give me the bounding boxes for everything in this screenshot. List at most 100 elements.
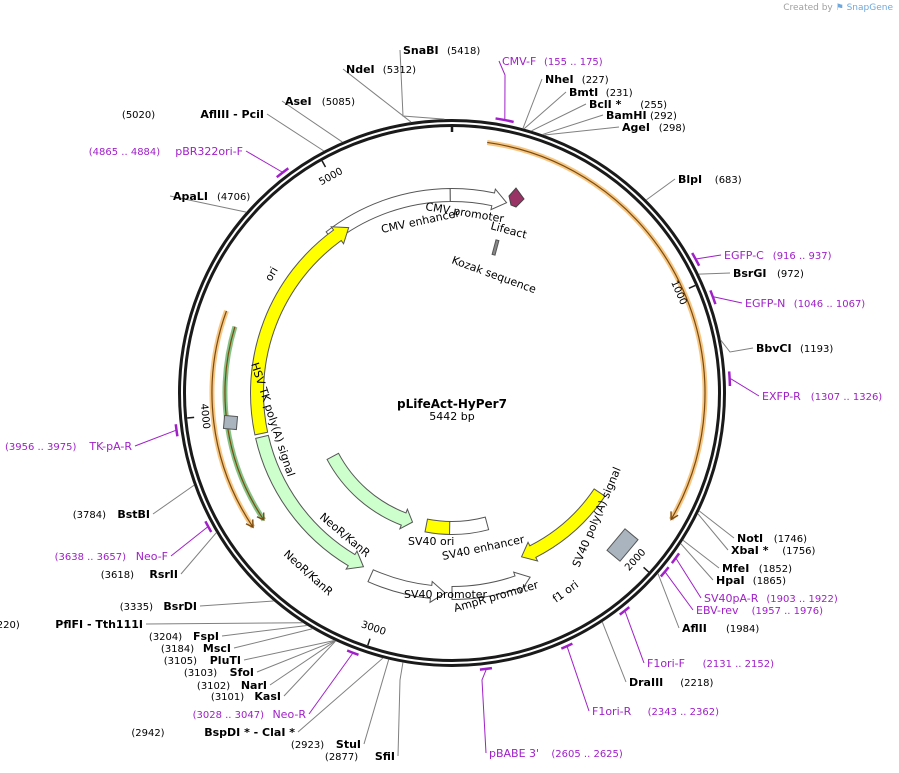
- primer-range-pbabe-3: (2605 .. 2625): [551, 749, 623, 760]
- primer-label-f1ori-r[interactable]: F1ori-R(2343 .. 2362): [592, 705, 719, 718]
- site-pos-bamhi: (292): [650, 111, 677, 122]
- site-pos-afliii-pcii: (5020): [122, 110, 155, 121]
- site-name-msci: MscI: [203, 642, 231, 655]
- primer-label-egfp-n[interactable]: EGFP-N(1046 .. 1067): [745, 297, 865, 310]
- site-pos-bsrgi: (972): [777, 269, 804, 280]
- primer-label-egfp-c[interactable]: EGFP-C(916 .. 937): [724, 249, 832, 262]
- primer-name-pbr322ori-f: pBR322ori-F: [175, 145, 243, 158]
- primer-leader-pbabe-3: [481, 669, 487, 754]
- feature-cmv-promoter: [449, 187, 508, 211]
- site-label-draiii[interactable]: DraIII(2218): [629, 676, 714, 689]
- site-label-bmti[interactable]: BmtI(231): [569, 86, 633, 99]
- site-label-noti[interactable]: NotI(1746): [737, 532, 807, 545]
- site-label-bspdi-clai[interactable]: (2942)BspDI * - ClaI *: [131, 726, 295, 739]
- neo-orf-inner-arc-head: [256, 512, 265, 522]
- site-label-bstbi[interactable]: (3784)BstBI: [73, 508, 150, 521]
- site-label-mfei[interactable]: MfeI(1852): [722, 562, 792, 575]
- site-label-hpai[interactable]: HpaI(1865): [716, 574, 786, 587]
- site-label-bbvci[interactable]: BbvCI(1193): [756, 342, 833, 355]
- primer-label-tk-pa-r[interactable]: (3956 .. 3975)TK-pA-R: [5, 440, 132, 453]
- primer-mark-neo-r: [346, 649, 359, 656]
- site-leader-xbai: [697, 513, 729, 551]
- label-kozak-sequence: Kozak sequence: [450, 254, 538, 297]
- label-sv40-ori: SV40 ori: [408, 535, 454, 548]
- primer-label-cmv-f[interactable]: CMV-F(155 .. 175): [502, 55, 603, 68]
- primer-name-exfp-r: EXFP-R: [762, 390, 801, 403]
- primer-label-ebv-rev[interactable]: EBV-rev(1957 .. 1976): [696, 604, 823, 617]
- hyper7-orf-arc-head: [670, 511, 679, 521]
- credit-prefix: Created by: [783, 3, 833, 13]
- site-name-rsrii: RsrII: [149, 568, 178, 581]
- site-label-afliii-pcii[interactable]: (5020)AflIII - PciI: [122, 108, 264, 121]
- site-name-pflfi-tth111i: PflFI - Tth111I: [55, 618, 143, 631]
- tick-label: 3000: [360, 619, 388, 637]
- site-label-blpi[interactable]: BlpI(683): [678, 173, 742, 186]
- primer-label-exfp-r[interactable]: EXFP-R(1307 .. 1326): [762, 390, 882, 403]
- site-label-msci[interactable]: (3184)MscI: [161, 642, 231, 655]
- site-label-sfoi[interactable]: (3103)SfoI: [184, 666, 254, 679]
- site-label-apali[interactable]: ApaLI(4706): [173, 190, 250, 203]
- site-pos-bsrdi: (3335): [120, 602, 153, 613]
- primer-label-neo-r[interactable]: (3028 .. 3047)Neo-R: [193, 708, 307, 721]
- site-pos-bspdi-clai: (2942): [131, 728, 164, 739]
- primer-label-neo-f[interactable]: (3638 .. 3657)Neo-F: [55, 550, 168, 563]
- site-leader-nari: [269, 640, 336, 686]
- site-label-nari[interactable]: (3102)NarI: [197, 679, 267, 692]
- site-label-asei[interactable]: AseI(5085): [285, 95, 355, 108]
- site-label-nhei[interactable]: NheI(227): [545, 73, 609, 86]
- site-label-rsrii[interactable]: (3618)RsrII: [101, 568, 178, 581]
- primer-leader-egfp-c: [696, 254, 722, 260]
- site-name-blpi: BlpI: [678, 173, 702, 186]
- site-name-apali: ApaLI: [173, 190, 208, 203]
- primer-leader-egfp-n: [713, 296, 743, 304]
- feature-sv40-enhancer: [449, 516, 490, 535]
- site-label-bamhi[interactable]: BamHI(292): [606, 109, 677, 122]
- site-label-bsrgi[interactable]: BsrGI(972): [733, 267, 804, 280]
- site-pos-bstbi: (3784): [73, 510, 106, 521]
- site-label-kasi[interactable]: (3101)KasI: [211, 690, 281, 703]
- site-label-bsrdi[interactable]: (3335) BsrDI: [120, 600, 197, 613]
- site-label-agei[interactable]: AgeI(298): [622, 121, 686, 134]
- label-f1-ori: f1 ori: [550, 578, 581, 605]
- site-pos-snabi: (5418): [447, 46, 480, 57]
- site-pos-sfoi: (3103): [184, 668, 217, 679]
- site-label-ndei[interactable]: NdeI(5312): [346, 63, 416, 76]
- site-name-kasi: KasI: [254, 690, 281, 703]
- site-leader-afliii-pcii: [266, 113, 324, 152]
- site-pos-pluti: (3105): [164, 656, 197, 667]
- site-pos-nari: (3102): [197, 681, 230, 692]
- label-ori: ori: [262, 265, 280, 284]
- site-label-pflfi-tth111i[interactable]: (3220)PflFI - Tth111I: [0, 618, 143, 631]
- primer-mark-egfp-n: [709, 290, 717, 305]
- primer-label-pbabe-3[interactable]: pBABE 3'(2605 .. 2625): [489, 747, 623, 760]
- site-name-bbvci: BbvCI: [756, 342, 792, 355]
- primer-mark-exfp-r: [727, 371, 732, 387]
- site-leader-stui: [363, 659, 390, 745]
- site-label-fspi[interactable]: (3204)FspI: [149, 630, 219, 643]
- site-leader-agei: [544, 126, 620, 136]
- site-pos-aflii: (1984): [726, 624, 759, 635]
- primer-label-pbr322ori-f[interactable]: (4865 .. 4884)pBR322ori-F: [89, 145, 243, 158]
- site-label-sfii[interactable]: (2877)SfiI: [325, 750, 395, 763]
- primer-mark-tk-pa-r: [174, 424, 179, 437]
- site-label-xbai[interactable]: XbaI *(1756): [731, 544, 816, 557]
- primer-range-cmv-f: (155 .. 175): [544, 57, 603, 68]
- site-label-aflii[interactable]: AflII (1984): [682, 622, 759, 635]
- primer-range-f1ori-f: (2131 .. 2152): [703, 659, 775, 670]
- site-name-asei: AseI: [285, 95, 312, 108]
- site-label-stui[interactable]: (2923)StuI: [291, 738, 361, 751]
- site-name-aflii: AflII: [682, 622, 707, 635]
- site-leader-apali: [169, 195, 247, 213]
- site-name-xbai: XbaI *: [731, 544, 769, 557]
- primer-label-sv40pa-r[interactable]: SV40pA-R(1903 .. 1922): [704, 592, 838, 605]
- site-leader-asei: [281, 100, 343, 143]
- label-neor-kanr-outer: NeoR/KanR: [281, 548, 336, 599]
- site-name-bsrdi: BsrDI: [163, 600, 197, 613]
- primer-label-f1ori-f[interactable]: F1ori-F(2131 .. 2152): [647, 657, 774, 670]
- site-name-sfii: SfiI: [375, 750, 395, 763]
- site-label-pluti[interactable]: (3105)PluTI: [164, 654, 241, 667]
- site-label-bcli[interactable]: BclI *(255): [589, 98, 667, 111]
- feature-ampr-promoter: [451, 571, 531, 601]
- site-label-snabi[interactable]: SnaBI(5418): [403, 44, 480, 57]
- site-leader-aflii: [657, 573, 680, 629]
